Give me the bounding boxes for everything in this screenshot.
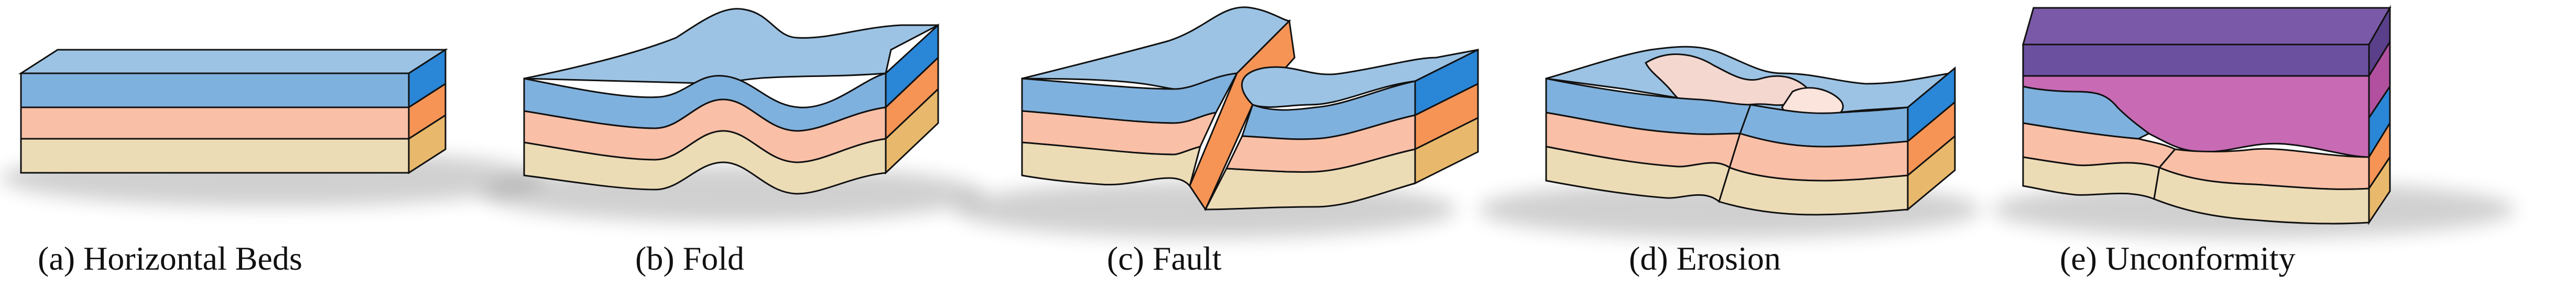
blue-bed xyxy=(20,72,410,108)
side-tan xyxy=(1907,134,1956,212)
panel-unconformity: (e) Unconformity xyxy=(1992,5,2516,277)
side-tan xyxy=(1414,116,1479,185)
panel-horizontal-beds: (a) Horizontal Beds xyxy=(0,48,545,277)
panel-fold: (b) Fold xyxy=(482,8,985,277)
tan-bed xyxy=(20,138,410,174)
top-surface xyxy=(524,8,939,85)
panel-label-b: (b) Fold xyxy=(635,240,744,277)
panel-erosion: (d) Erosion xyxy=(1478,46,1981,277)
panel-label-d: (d) Erosion xyxy=(1629,240,1781,277)
left-block-top xyxy=(1021,6,1291,91)
side-tan xyxy=(408,114,447,174)
side-tan xyxy=(885,87,939,175)
purple-front xyxy=(2022,43,2370,77)
top-surface xyxy=(18,49,449,74)
panel-label-c: (c) Fault xyxy=(1107,240,1222,277)
side-tan xyxy=(2368,154,2391,225)
salmon-bed xyxy=(20,106,410,140)
panel-label-a: (a) Horizontal Beds xyxy=(38,240,302,277)
panel-label-e: (e) Unconformity xyxy=(2060,240,2296,277)
right-block-top xyxy=(1241,49,1479,108)
purple-top-surface xyxy=(2022,7,2392,46)
panel-fault: (c) Fault xyxy=(954,6,1479,277)
